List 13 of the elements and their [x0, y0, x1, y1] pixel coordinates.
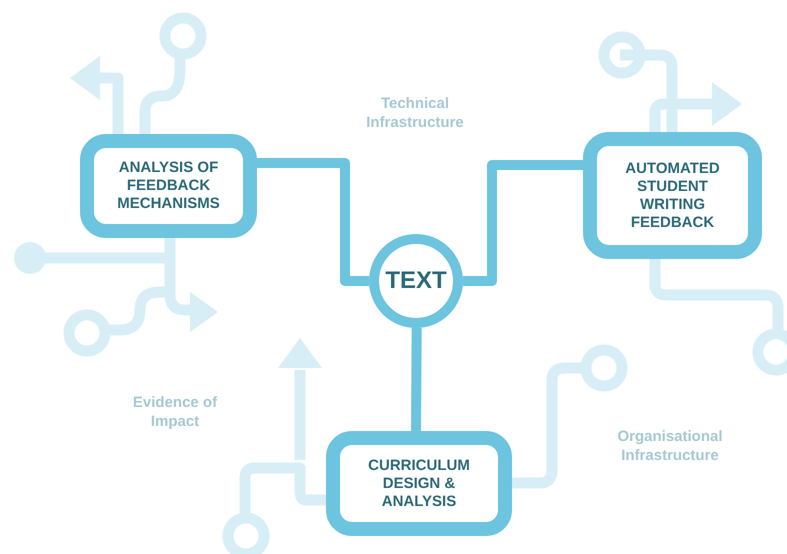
topic-label: CURRICULUM DESIGN & ANALYSIS: [367, 456, 471, 510]
topic-box: [80, 134, 257, 238]
center-label: TEXT: [385, 268, 447, 294]
topic-box: [583, 132, 762, 259]
connector-line: [257, 158, 369, 286]
connector-line: [411, 328, 422, 432]
topic-box: [326, 431, 512, 536]
topic-label: AUTOMATED STUDENT WRITING FEEDBACK: [624, 160, 721, 232]
connector-line: [463, 160, 583, 286]
category-label: Evidence of Impact: [132, 393, 218, 431]
category-label: Technical Infrastructure: [365, 94, 465, 132]
topic-label: ANALYSIS OF FEEDBACK MECHANISMS: [116, 159, 221, 213]
category-label: Organisational Infrastructure: [616, 427, 724, 465]
